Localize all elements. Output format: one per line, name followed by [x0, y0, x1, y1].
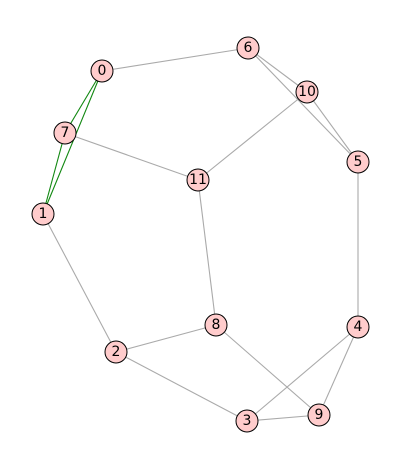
edge-4-3: [246, 326, 359, 422]
node-circle: [235, 409, 259, 433]
node-9: 9: [307, 403, 331, 427]
node-10: 10: [295, 80, 319, 104]
node-label: 11: [189, 172, 207, 188]
node-label: 9: [315, 407, 324, 423]
node-8: 8: [204, 313, 228, 337]
edge-7-11: [64, 132, 199, 181]
node-circle: [104, 340, 128, 364]
node-7: 7: [53, 121, 77, 145]
node-circle: [31, 202, 55, 226]
node-label: 2: [112, 344, 121, 360]
node-label: 6: [244, 40, 253, 56]
edge-1-2: [42, 213, 117, 353]
edge-6-5: [247, 47, 359, 163]
edge-3-9: [246, 414, 320, 422]
node-label: 5: [354, 154, 363, 170]
highlighted-edge-7-1: [42, 132, 66, 215]
edge-2-8: [115, 324, 217, 353]
node-label: 8: [212, 317, 221, 333]
edge-2-3: [115, 351, 248, 422]
node-label: 1: [39, 206, 48, 222]
node-3: 3: [235, 409, 259, 433]
edge-11-8: [197, 179, 217, 326]
node-6: 6: [236, 36, 260, 60]
edge-8-9: [215, 324, 320, 416]
node-circle: [307, 403, 331, 427]
highlighted-edge-0-1: [42, 70, 103, 215]
highlighted-edge-0-7: [64, 70, 103, 134]
node-0: 0: [90, 59, 114, 83]
node-circle: [346, 150, 370, 174]
edge-4-9: [318, 326, 359, 416]
node-5: 5: [346, 150, 370, 174]
node-circle: [53, 121, 77, 145]
edge-10-11: [197, 91, 308, 181]
node-circle: [295, 80, 319, 104]
edge-6-10: [247, 47, 308, 93]
edge-10-5: [306, 91, 359, 163]
node-2: 2: [104, 340, 128, 364]
node-4: 4: [346, 315, 370, 339]
edge-0-6: [101, 47, 249, 72]
node-label: 7: [61, 125, 70, 141]
node-11: 11: [186, 168, 210, 192]
node-circle: [90, 59, 114, 83]
node-circle: [204, 313, 228, 337]
node-circle: [236, 36, 260, 60]
node-label: 3: [243, 413, 252, 429]
node-layer: 0 1 2 3 4 5 6 7 8 9 10 11: [31, 36, 370, 433]
node-label: 4: [354, 319, 363, 335]
edge-layer: [42, 47, 359, 422]
node-label: 10: [298, 84, 316, 100]
node-1: 1: [31, 202, 55, 226]
node-label: 0: [98, 63, 107, 79]
node-circle: [346, 315, 370, 339]
node-circle: [186, 168, 210, 192]
